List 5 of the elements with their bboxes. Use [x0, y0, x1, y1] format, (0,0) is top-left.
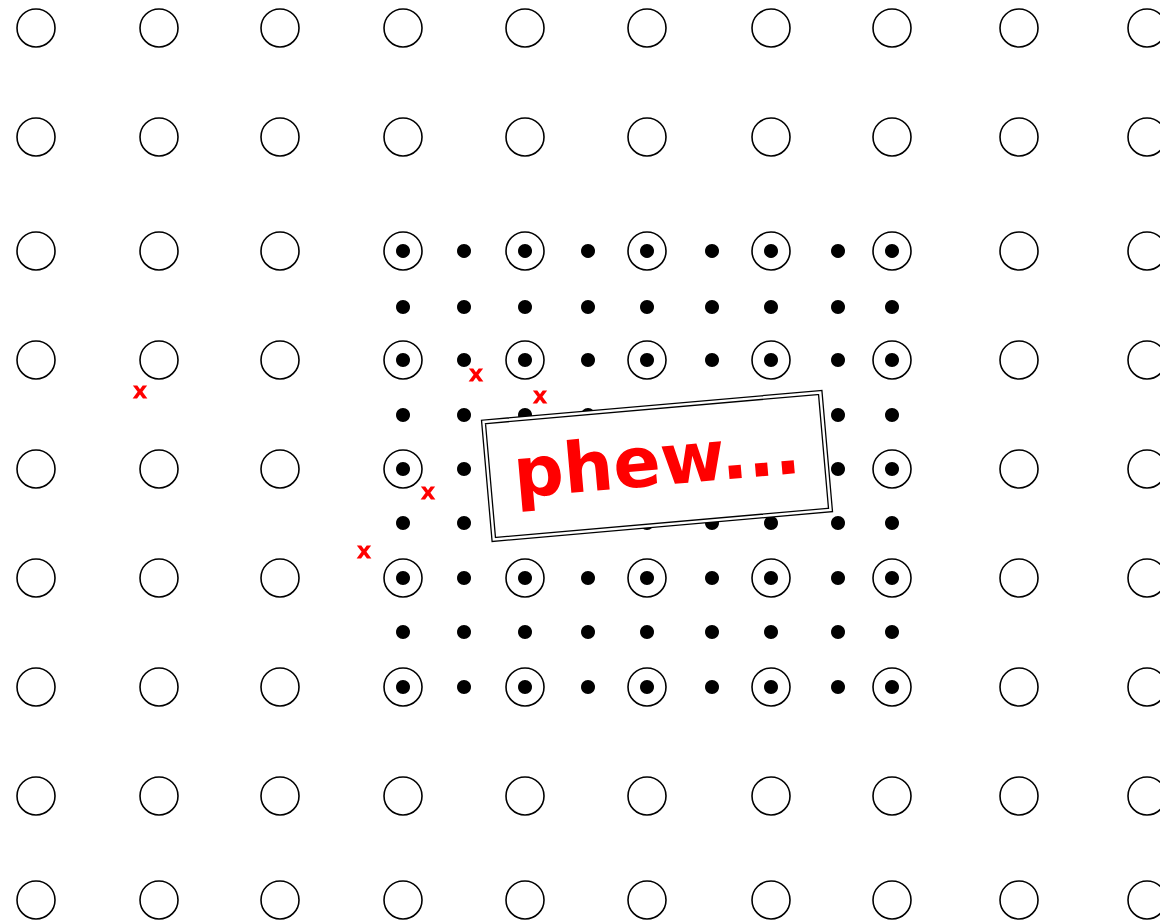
x-mark: x — [356, 545, 372, 559]
x-mark: x — [468, 368, 484, 382]
x-mark: x — [132, 385, 148, 399]
x-mark: x — [532, 390, 548, 404]
x-mark: x — [420, 486, 436, 500]
